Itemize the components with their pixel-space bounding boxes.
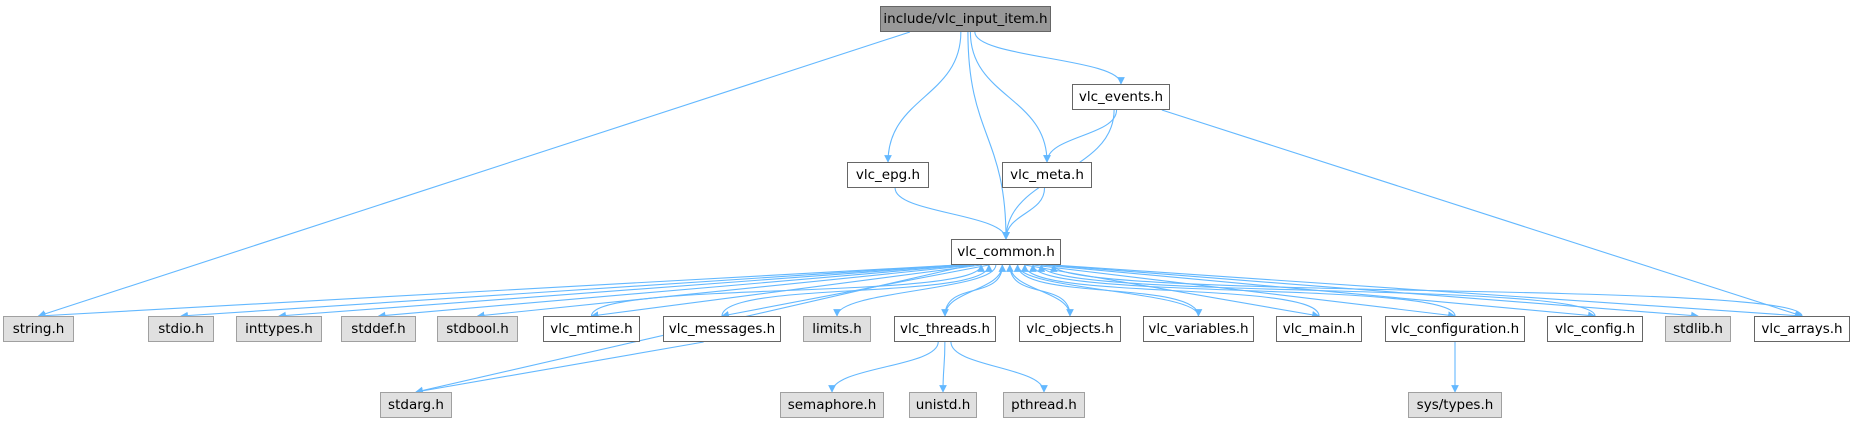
edge-vlc_variables-to-vlc_common — [1013, 264, 1200, 317]
edge-root-to-vlc_epg — [884, 31, 962, 163]
edge-vlc_threads-to-vlc_common — [944, 264, 1007, 317]
node-limits[interactable]: limits.h — [803, 316, 871, 342]
node-vlc-meta[interactable]: vlc_meta.h — [1002, 162, 1092, 188]
edge-vlc_common-to-stddef — [377, 264, 969, 320]
edge-root-to-vlc_events — [974, 31, 1125, 85]
edge-vlc_threads-to-unistd — [939, 341, 947, 393]
edge-vlc_common-to-string — [37, 264, 958, 320]
edge-vlc_threads-to-pthread — [950, 341, 1048, 393]
edge-root-to-vlc_meta — [969, 31, 1051, 163]
edge-root-to-vlc_common — [967, 31, 1010, 240]
edge-vlc_common-to-limits — [833, 264, 997, 317]
edge-vlc_common-to-stdlib — [1047, 264, 1699, 320]
node-stddef[interactable]: stddef.h — [341, 316, 416, 342]
node-vlc-mtime[interactable]: vlc_mtime.h — [543, 316, 640, 342]
node-stdio[interactable]: stdio.h — [148, 316, 214, 342]
node-vlc-variables[interactable]: vlc_variables.h — [1143, 316, 1254, 342]
node-vlc-input-item[interactable]: include/vlc_input_item.h — [880, 6, 1051, 32]
edge-vlc_mtime-to-vlc_common — [590, 264, 985, 317]
node-vlc-events[interactable]: vlc_events.h — [1072, 84, 1170, 110]
node-vlc-arrays[interactable]: vlc_arrays.h — [1754, 316, 1850, 342]
node-vlc-epg[interactable]: vlc_epg.h — [847, 162, 929, 188]
node-vlc-threads[interactable]: vlc_threads.h — [894, 316, 996, 342]
edge-vlc_events-to-vlc_meta — [1043, 109, 1118, 163]
node-inttypes[interactable]: inttypes.h — [236, 316, 322, 342]
edge-vlc_epg-to-vlc_common — [894, 187, 1010, 240]
edge-vlc_messages-to-stdarg — [415, 341, 704, 395]
edge-vlc_common-to-inttypes — [278, 264, 963, 320]
node-semaphore[interactable]: semaphore.h — [780, 392, 884, 418]
edge-vlc_common-to-stdio — [180, 264, 958, 320]
edge-vlc_objects-to-vlc_common — [1006, 264, 1071, 317]
node-stdlib[interactable]: stdlib.h — [1665, 316, 1731, 342]
node-stdbool[interactable]: stdbool.h — [437, 316, 518, 342]
node-pthread[interactable]: pthread.h — [1003, 392, 1085, 418]
node-unistd[interactable]: unistd.h — [909, 392, 977, 418]
node-sys-types[interactable]: sys/types.h — [1408, 392, 1502, 418]
edge-vlc_events-to-vlc_arrays — [1161, 109, 1803, 318]
node-string[interactable]: string.h — [3, 316, 74, 342]
node-vlc-configuration[interactable]: vlc_configuration.h — [1385, 316, 1525, 342]
edge-vlc_messages-to-vlc_common — [721, 264, 993, 317]
node-vlc-messages[interactable]: vlc_messages.h — [663, 316, 781, 342]
node-stdarg[interactable]: stdarg.h — [380, 392, 452, 418]
edge-vlc_main-to-vlc_common — [1020, 264, 1320, 317]
node-vlc-common[interactable]: vlc_common.h — [951, 239, 1061, 265]
edge-vlc_common-to-stdbool — [476, 264, 975, 320]
edge-vlc_configuration-to-vlc_common — [1029, 264, 1456, 317]
node-vlc-objects[interactable]: vlc_objects.h — [1019, 316, 1121, 342]
edge-vlc_threads-to-semaphore — [828, 341, 939, 393]
node-vlc-config[interactable]: vlc_config.h — [1547, 316, 1643, 342]
node-vlc-main[interactable]: vlc_main.h — [1276, 316, 1362, 342]
edge-vlc_arrays-to-vlc_common — [1050, 264, 1803, 317]
edge-root-to-string — [37, 31, 911, 318]
edge-vlc_meta-to-vlc_common — [1002, 187, 1046, 240]
edge-vlc_config-to-vlc_common — [1037, 264, 1596, 317]
